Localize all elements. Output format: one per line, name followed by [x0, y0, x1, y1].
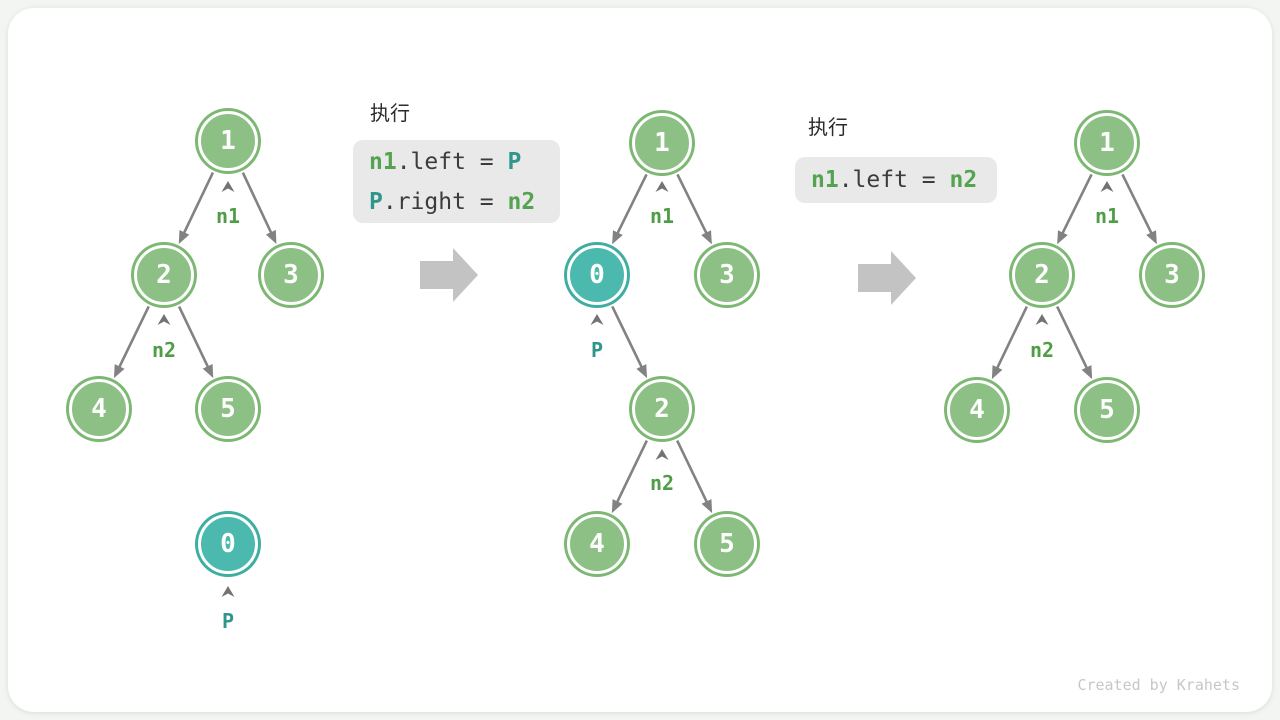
node-value: 5 [220, 394, 236, 424]
tree-during-node-2: 2 [632, 379, 692, 439]
node-value: 1 [654, 128, 670, 158]
tree-after-node-1: 1 [1077, 113, 1137, 173]
code-line: n1.left = n2 [811, 160, 981, 200]
pointer-label-n1: n1 [215, 204, 241, 228]
tree-before-node-3: 3 [261, 245, 321, 305]
code-token: .left = [838, 167, 950, 193]
tree-during-node-1: 1 [632, 113, 692, 173]
node-value: 2 [1034, 260, 1050, 290]
pointer-label-P: P [590, 338, 604, 362]
node-value: 5 [719, 529, 735, 559]
tree-after-node-3: 3 [1142, 245, 1202, 305]
node-value: 2 [156, 260, 172, 290]
code-token: P [507, 148, 522, 175]
pointer-label-n2: n2 [649, 471, 675, 495]
code-token: P [369, 188, 383, 215]
node-value: 2 [654, 394, 670, 424]
node-value: 0 [220, 529, 236, 559]
code-line: P.right = n2 [369, 182, 544, 222]
tree-before-node-4: 4 [69, 379, 129, 439]
tree-during-node-5: 5 [697, 514, 757, 574]
node-value: 4 [969, 395, 985, 425]
tree-during-node-4: 4 [567, 514, 627, 574]
code-token: .left = [396, 148, 508, 175]
node-value: 1 [1099, 128, 1115, 158]
node-value: 0 [589, 260, 605, 290]
node-value: 1 [220, 126, 236, 156]
code-box: n1.left = n2 [795, 157, 997, 203]
pointer-label-n1: n1 [1094, 204, 1120, 228]
node-value: 3 [719, 260, 735, 290]
exec-heading: 执行 [808, 117, 848, 139]
node-value: 3 [1164, 260, 1180, 290]
code-token: .right = [382, 188, 508, 215]
pointer-label-n1: n1 [649, 204, 675, 228]
exec-heading: 执行 [370, 103, 410, 125]
code-line: n1.left = P [369, 142, 544, 182]
code-token: n2 [949, 167, 978, 193]
node-value: 5 [1099, 395, 1115, 425]
node-value: 3 [283, 260, 299, 290]
tree-before-node-1: 1 [198, 111, 258, 171]
tree-during-node-0: 0 [567, 245, 627, 305]
pointer-label-n2: n2 [1029, 338, 1055, 362]
tree-before-node-2: 2 [134, 245, 194, 305]
tree-before-node-5: 5 [198, 379, 258, 439]
tree-during-node-3: 3 [697, 245, 757, 305]
tree-after-node-4: 4 [947, 380, 1007, 440]
node-value: 4 [91, 394, 107, 424]
code-token: n1 [369, 148, 397, 175]
node-value: 4 [589, 529, 605, 559]
tree-after-node-2: 2 [1012, 245, 1072, 305]
watermark: Created by Krahets [1077, 676, 1240, 694]
pointer-label-P: P [221, 609, 235, 633]
code-token: n2 [507, 188, 536, 215]
pointer-label-n2: n2 [151, 338, 177, 362]
tree-before-node-0: 0 [198, 514, 258, 574]
code-token: n1 [811, 167, 839, 193]
tree-after-node-5: 5 [1077, 380, 1137, 440]
